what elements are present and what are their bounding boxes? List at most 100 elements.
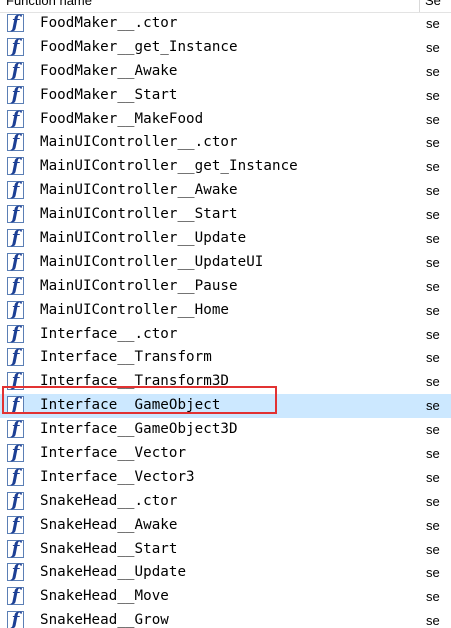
function-segment: se	[426, 565, 440, 581]
function-icon	[7, 561, 24, 583]
function-name: Interface__GameObject3D	[40, 421, 238, 438]
function-name: MainUIController__Pause	[40, 277, 238, 294]
function-icon	[7, 490, 24, 512]
function-segment: se	[426, 278, 440, 294]
function-segment: se	[426, 613, 440, 628]
function-name: MainUIController__get_Instance	[40, 158, 298, 175]
function-segment: se	[426, 39, 440, 55]
function-name: SnakeHead__Move	[40, 588, 169, 605]
function-segment: se	[426, 231, 440, 247]
function-row[interactable]: FoodMaker__Awake se	[0, 60, 451, 84]
function-icon	[7, 108, 24, 130]
function-name: SnakeHead__Start	[40, 540, 178, 557]
function-icon	[7, 394, 24, 416]
function-row[interactable]: SnakeHead__Update se	[0, 561, 451, 585]
function-segment: se	[426, 517, 440, 533]
function-name: FoodMaker__MakeFood	[40, 110, 204, 127]
function-row[interactable]: MainUIController__Pause se	[0, 275, 451, 299]
function-name: FoodMaker__get_Instance	[40, 38, 238, 55]
function-row[interactable]: MainUIController__Start se	[0, 203, 451, 227]
function-name: MainUIController__Update	[40, 230, 247, 247]
function-icon	[7, 418, 24, 440]
function-segment: se	[426, 422, 440, 438]
function-segment: se	[426, 16, 440, 31]
function-list: FoodMaker__.ctorseFoodMaker__get_Instanc…	[0, 12, 451, 628]
function-row[interactable]: Interface__Transform se	[0, 346, 451, 370]
function-icon	[7, 275, 24, 297]
function-icon	[7, 538, 24, 560]
function-name: MainUIController__Home	[40, 301, 230, 318]
function-segment: se	[426, 446, 440, 462]
function-row[interactable]: Interface__Vector se	[0, 442, 451, 466]
function-name: SnakeHead__Awake	[40, 516, 178, 533]
function-name: MainUIController__Start	[40, 206, 238, 223]
function-row[interactable]: MainUIController__Home se	[0, 299, 451, 323]
function-segment: se	[426, 398, 440, 414]
function-name: SnakeHead__.ctor	[40, 492, 178, 509]
column-divider[interactable]	[419, 0, 420, 12]
function-icon	[7, 323, 24, 345]
function-name: SnakeHead__Grow	[40, 612, 169, 628]
function-segment: se	[426, 63, 440, 79]
function-icon	[7, 466, 24, 488]
function-icon	[7, 227, 24, 249]
function-icon	[7, 36, 24, 58]
function-row[interactable]: Interface__.ctor se	[0, 323, 451, 347]
function-segment: se	[426, 350, 440, 366]
function-segment: se	[426, 159, 440, 175]
function-icon	[7, 131, 24, 153]
function-segment: se	[426, 183, 440, 199]
function-name: Interface__GameObject	[40, 397, 221, 414]
function-row[interactable]: SnakeHead__Awake se	[0, 514, 451, 538]
function-segment: se	[426, 493, 440, 509]
function-name: Interface__Transform3D	[40, 373, 230, 390]
function-name: SnakeHead__Update	[40, 564, 187, 581]
function-segment: se	[426, 302, 440, 318]
function-row[interactable]: SnakeHead__Start se	[0, 538, 451, 562]
function-icon	[7, 60, 24, 82]
function-row[interactable]: Interface__Transform3D se	[0, 370, 451, 394]
function-row[interactable]: Interface__GameObject se	[0, 394, 451, 419]
column-header-function-name[interactable]: Function name	[6, 0, 92, 8]
function-row[interactable]: MainUIController__get_Instance se	[0, 155, 451, 179]
function-icon	[7, 514, 24, 536]
column-header-segment[interactable]: Se	[425, 0, 441, 8]
function-name: Interface__Transform	[40, 349, 212, 366]
function-icon	[7, 585, 24, 607]
function-name: FoodMaker__Awake	[40, 62, 178, 79]
function-name: Interface__Vector3	[40, 468, 195, 485]
function-row[interactable]: Interface__Vector3 se	[0, 466, 451, 490]
function-segment: se	[426, 135, 440, 151]
function-row[interactable]: SnakeHead__Grow se	[0, 609, 451, 628]
function-name: MainUIController__Awake	[40, 182, 238, 199]
function-row[interactable]: MainUIController__Update se	[0, 227, 451, 251]
function-row[interactable]: SnakeHead__.ctor se	[0, 490, 451, 514]
function-segment: se	[426, 541, 440, 557]
function-icon	[7, 203, 24, 225]
function-row[interactable]: FoodMaker__get_Instance se	[0, 36, 451, 60]
function-segment: se	[426, 207, 440, 223]
function-icon	[7, 84, 24, 106]
function-name: Interface__.ctor	[40, 325, 178, 342]
function-icon	[7, 251, 24, 273]
function-icon	[7, 155, 24, 177]
function-icon	[7, 346, 24, 368]
function-name: FoodMaker__Start	[40, 86, 178, 103]
function-segment: se	[426, 254, 440, 270]
function-segment: se	[426, 469, 440, 485]
function-segment: se	[426, 326, 440, 342]
function-icon	[7, 12, 24, 34]
column-header: Function name Se	[0, 0, 451, 13]
function-row[interactable]: Interface__GameObject3D se	[0, 418, 451, 442]
function-row[interactable]: MainUIController__Awake se	[0, 179, 451, 203]
function-name: Interface__Vector	[40, 445, 187, 462]
function-row[interactable]: SnakeHead__Move se	[0, 585, 451, 609]
function-segment: se	[426, 589, 440, 605]
function-segment: se	[426, 374, 440, 390]
